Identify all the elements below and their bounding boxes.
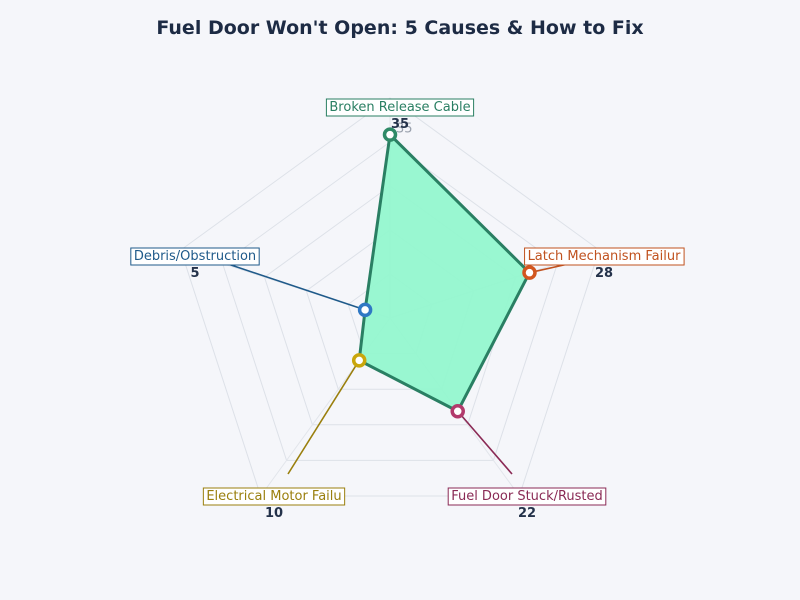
data-point xyxy=(357,302,373,318)
value-label: 10 xyxy=(265,506,283,521)
category-label-group: Electrical Motor Failu xyxy=(202,487,346,506)
data-markers xyxy=(351,127,537,419)
leader-lines xyxy=(221,261,578,475)
data-point xyxy=(351,353,367,368)
data-point xyxy=(382,127,398,142)
value-label: 5 xyxy=(190,266,199,281)
category-label-box xyxy=(202,487,346,506)
category-label-box xyxy=(130,247,260,266)
leader-line xyxy=(221,261,366,311)
category-label-group: Latch Mechanism Failur xyxy=(524,247,685,266)
category-label: Fuel Door Stuck/Rusted xyxy=(451,489,603,504)
data-area-layer xyxy=(357,133,531,413)
value-label: 22 xyxy=(518,506,536,521)
category-label: Electrical Motor Failu xyxy=(206,489,341,504)
category-label-group: Debris/Obstruction xyxy=(130,247,260,266)
leader-line xyxy=(287,359,360,475)
data-point xyxy=(450,403,465,419)
value-label: 28 xyxy=(595,266,613,281)
category-label: Debris/Obstruction xyxy=(134,249,256,264)
chart-title: Fuel Door Won't Open: 5 Causes & How to … xyxy=(156,17,643,39)
category-label-box xyxy=(524,247,685,266)
data-point xyxy=(522,265,537,280)
grid-ring xyxy=(222,141,558,461)
category-label-box xyxy=(325,98,475,117)
value-label: 35 xyxy=(391,117,409,132)
category-label-group: Fuel Door Stuck/Rusted xyxy=(447,487,607,506)
grid-ring xyxy=(180,97,600,497)
leader-line xyxy=(457,410,513,475)
radial-tick-label: 35 xyxy=(396,122,413,137)
data-area xyxy=(357,133,531,413)
category-label-box xyxy=(447,487,607,506)
category-label: Broken Release Cable xyxy=(329,100,470,115)
category-label: Latch Mechanism Failur xyxy=(528,249,682,264)
category-label-group: Broken Release Cable xyxy=(325,98,475,117)
